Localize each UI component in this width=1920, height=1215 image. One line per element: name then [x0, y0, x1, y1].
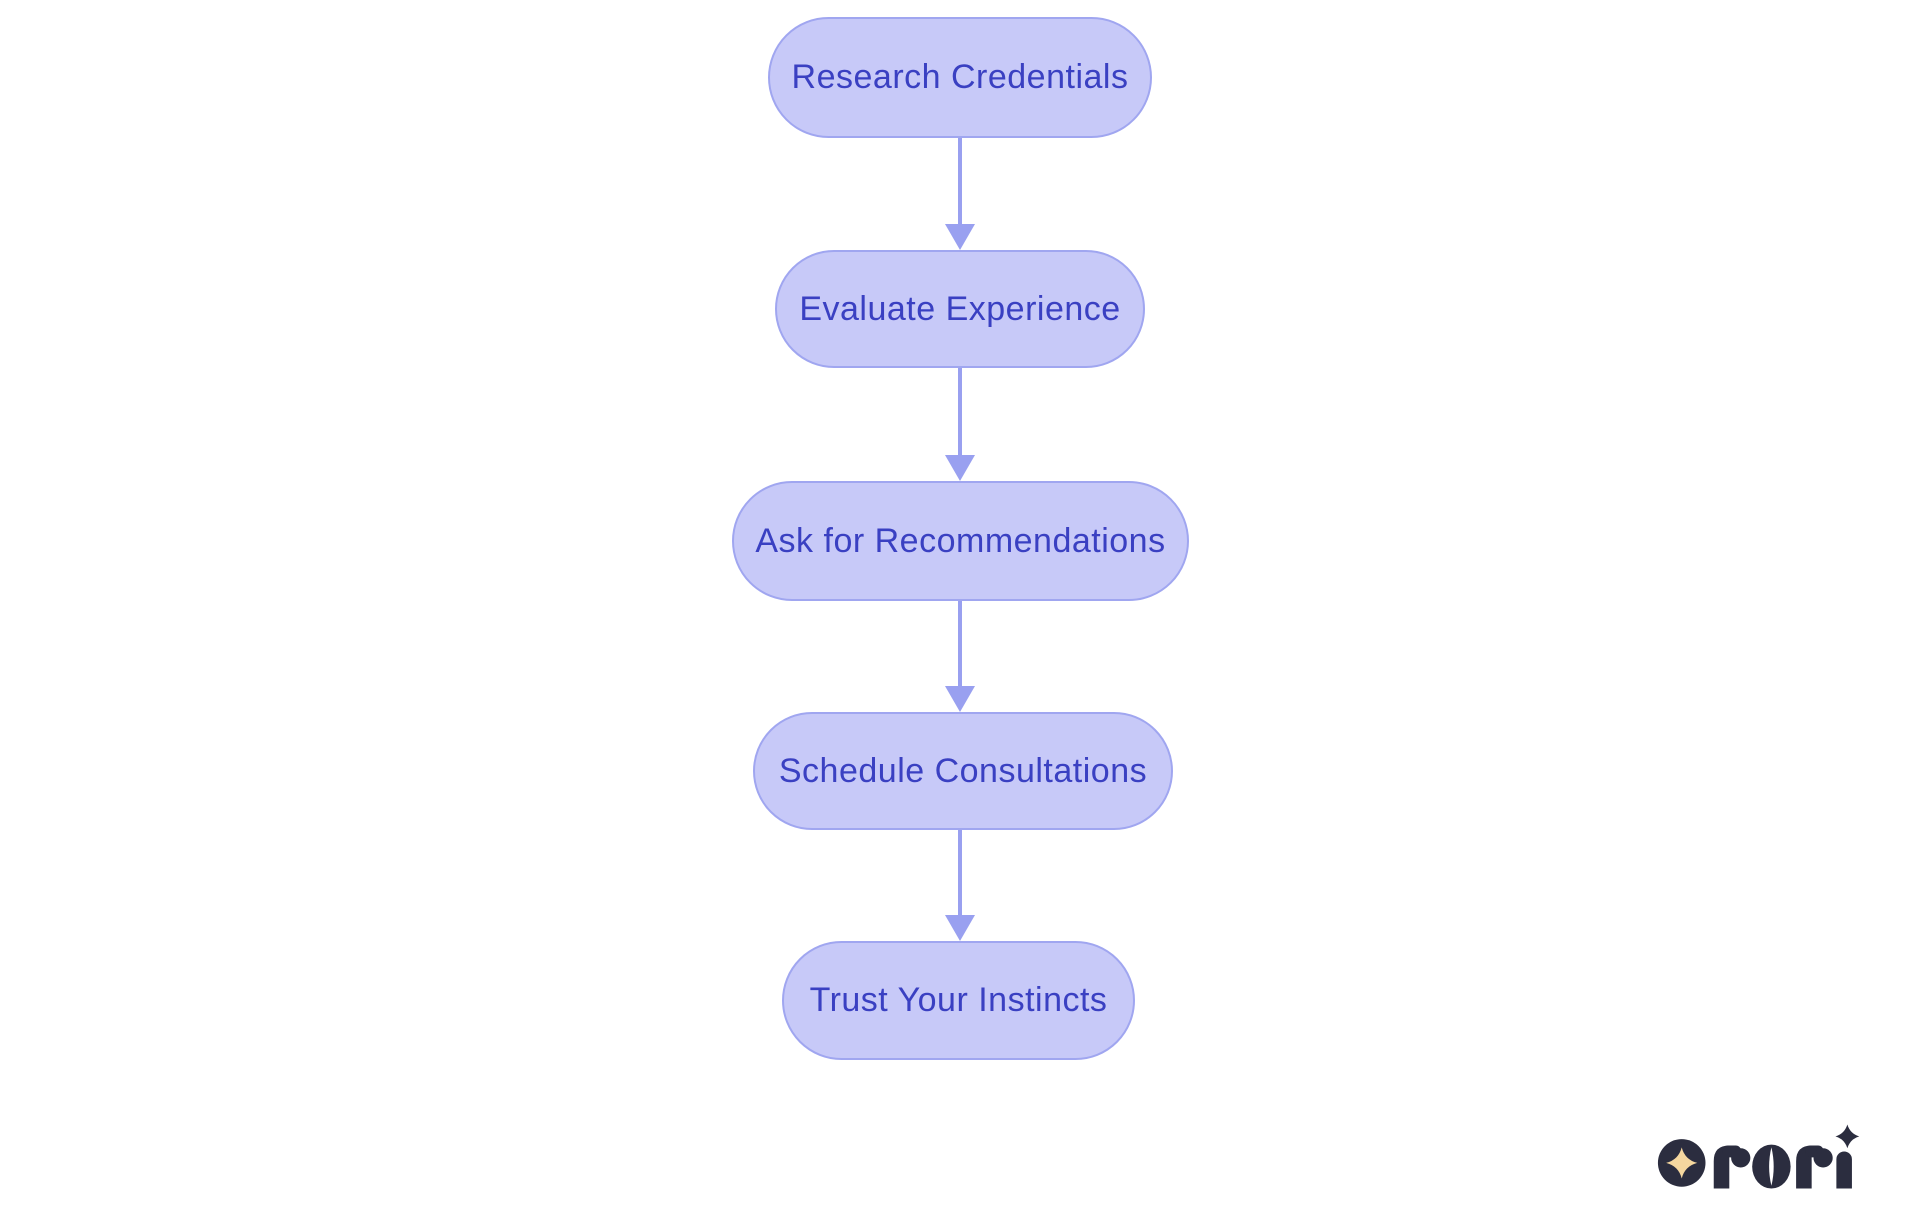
flow-arrow-3	[945, 601, 975, 712]
flow-node-research-credentials: Research Credentials	[768, 17, 1152, 138]
arrowhead-down-icon	[945, 224, 975, 250]
letter-r	[1713, 1145, 1751, 1189]
sparkle-badge-icon	[1657, 1139, 1706, 1187]
arrow-stem	[958, 601, 962, 688]
letter-i	[1835, 1124, 1860, 1189]
sparkle-icon	[1835, 1124, 1860, 1149]
arrow-stem	[958, 368, 962, 457]
arrow-stem	[958, 830, 962, 917]
arrow-stem	[958, 138, 962, 226]
flow-node-ask-for-recommendations: Ask for Recommendations	[732, 481, 1189, 601]
arrowhead-down-icon	[945, 455, 975, 481]
brand-wordmark	[1657, 1124, 1860, 1189]
letter-r	[1796, 1145, 1833, 1189]
node-label: Schedule Consultations	[778, 751, 1148, 790]
letter-o	[1752, 1144, 1791, 1189]
flow-arrow-4	[945, 830, 975, 941]
rori-logo	[1657, 1122, 1862, 1191]
flow-arrow-2	[945, 368, 975, 481]
arrowhead-down-icon	[945, 686, 975, 712]
node-label: Evaluate Experience	[799, 289, 1121, 328]
flow-arrow-1	[945, 138, 975, 250]
flow-node-schedule-consultations: Schedule Consultations	[753, 712, 1173, 830]
flow-node-evaluate-experience: Evaluate Experience	[775, 250, 1145, 368]
arrowhead-down-icon	[945, 915, 975, 941]
node-label: Research Credentials	[791, 58, 1129, 96]
node-label: Ask for Recommendations	[755, 521, 1166, 560]
node-label: Trust Your Instincts	[809, 981, 1108, 1019]
flow-node-trust-your-instincts: Trust Your Instincts	[782, 941, 1135, 1060]
